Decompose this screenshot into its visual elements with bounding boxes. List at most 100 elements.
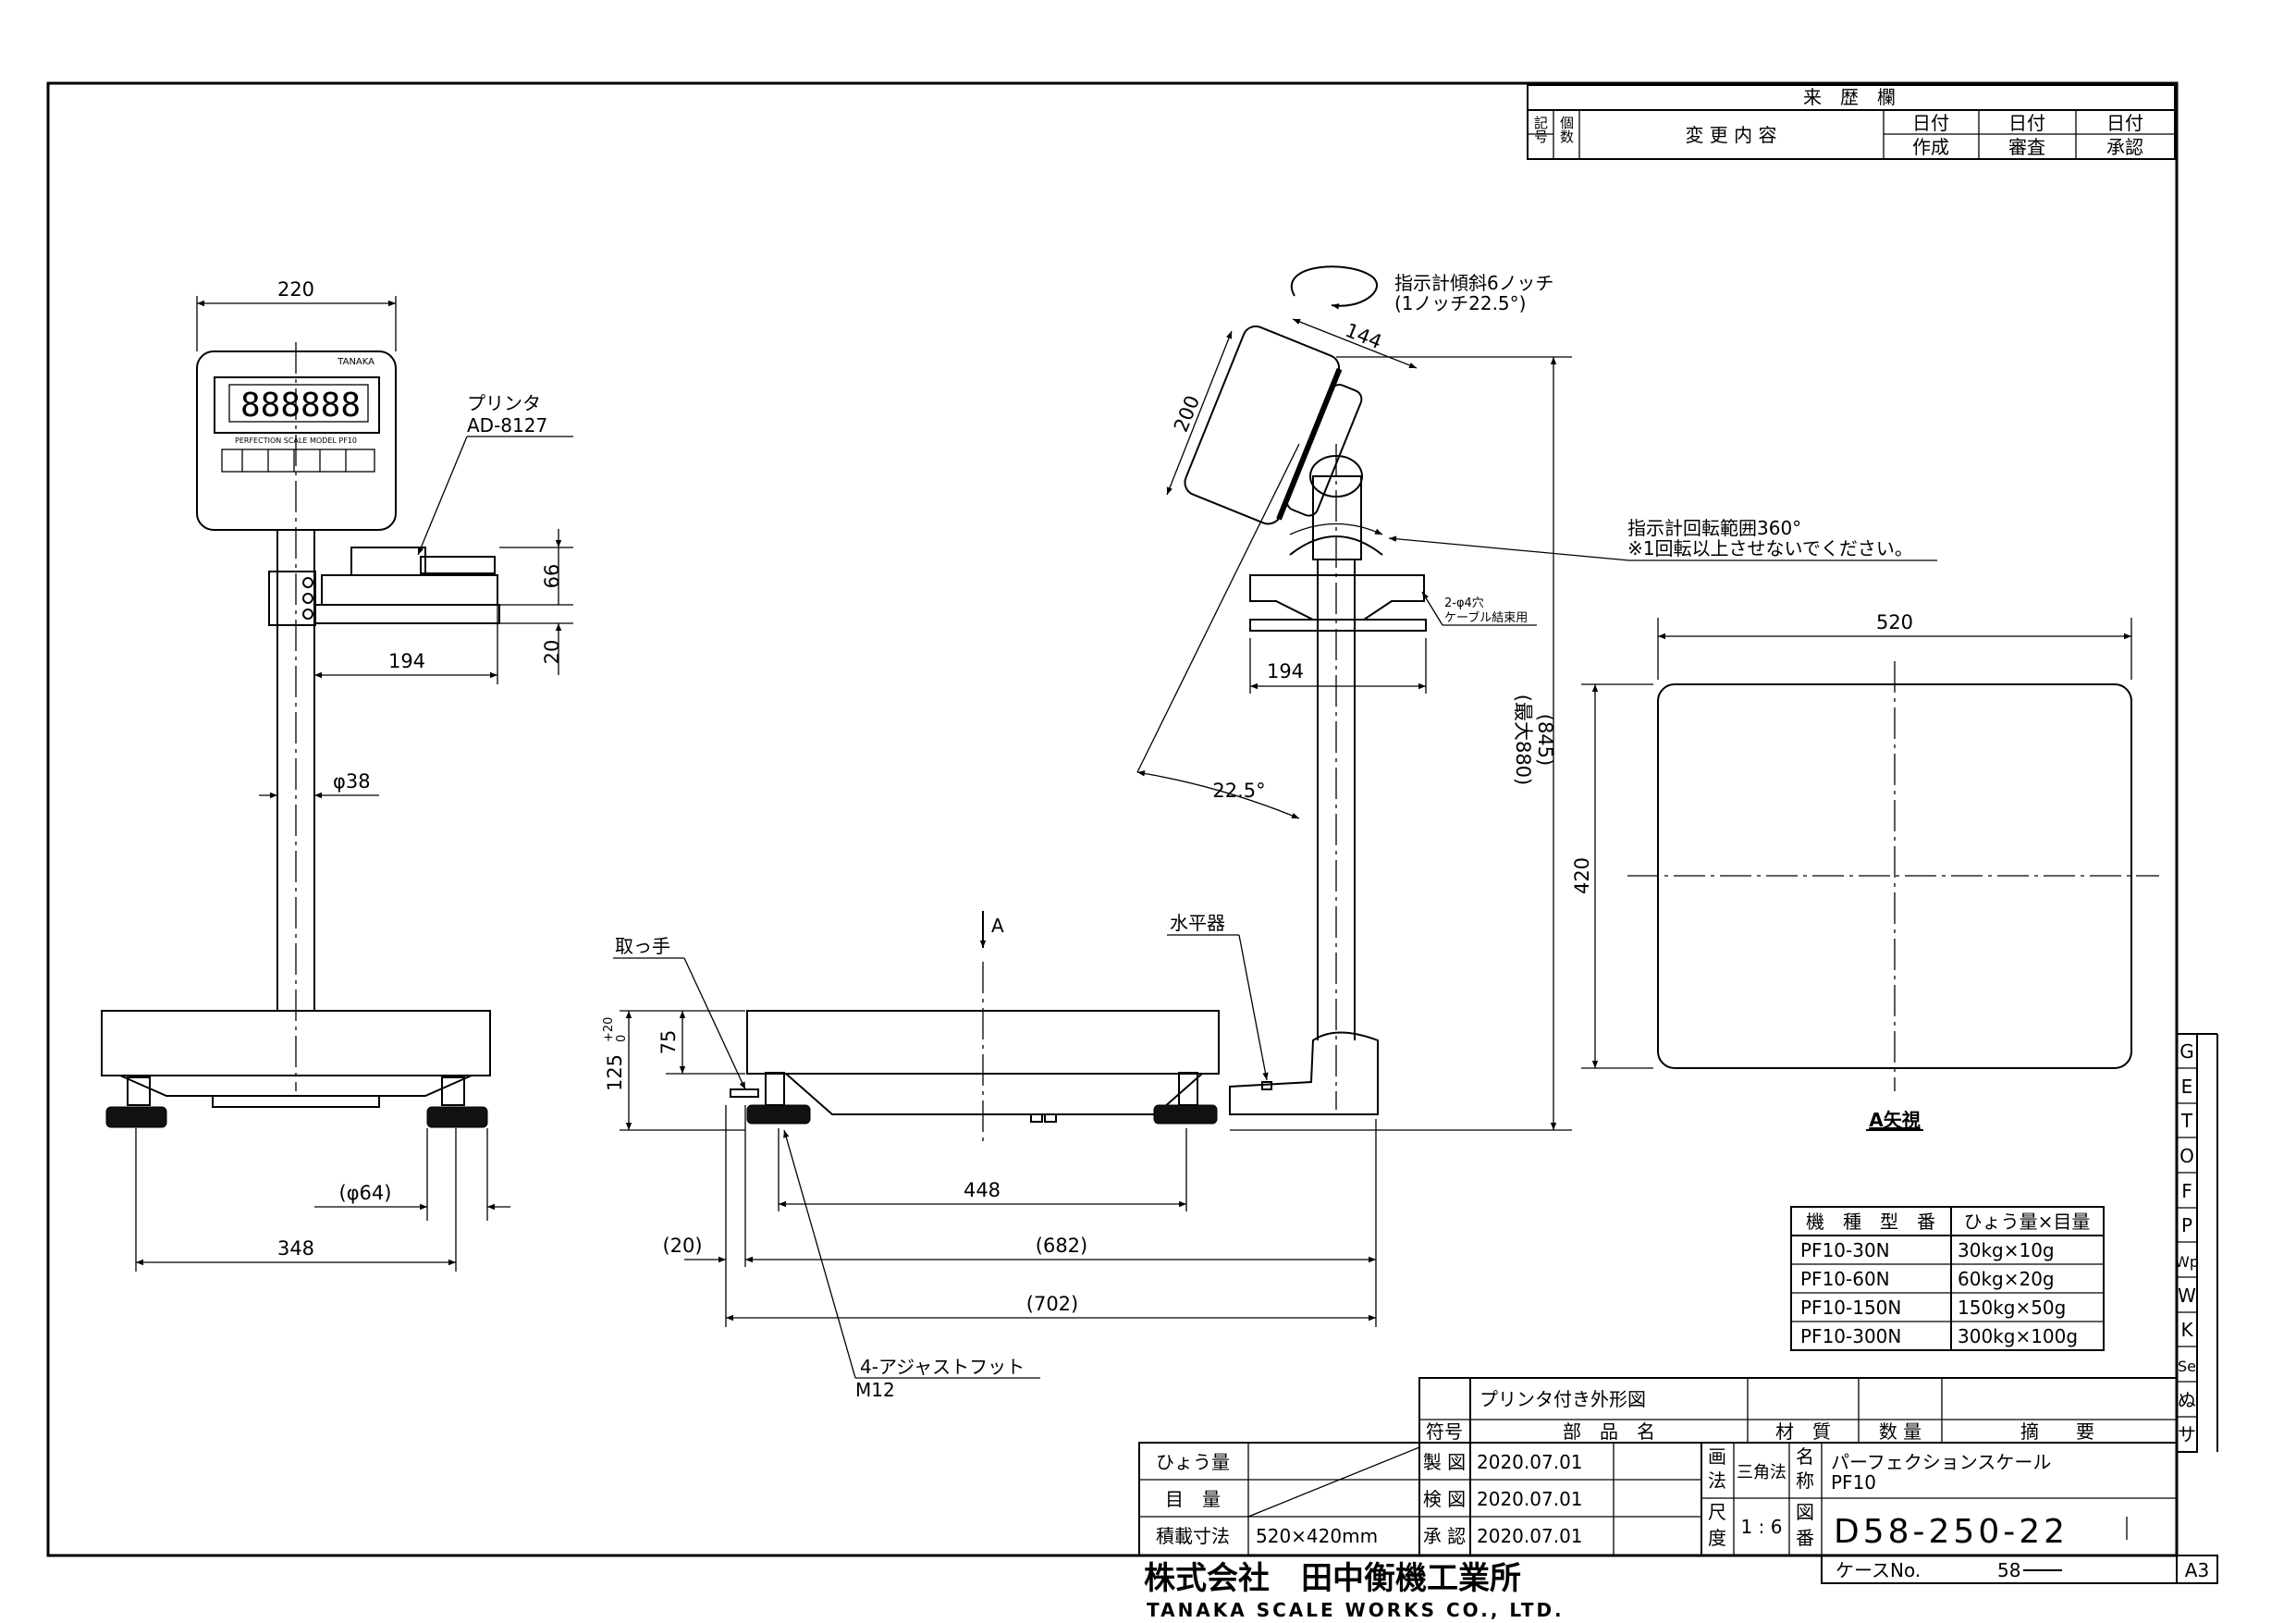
case-label: ケースNo.: [1836, 1559, 1921, 1581]
strip-o: O: [2179, 1145, 2194, 1167]
side-strip: G E T O F P Wp W K Se ぬ サ: [2175, 1033, 2218, 1453]
checked-label: 検 図: [1423, 1488, 1466, 1510]
rotation-note-1: 指示計回転範囲360°: [1627, 517, 1801, 539]
dim-top-depth: 420: [1571, 857, 1593, 894]
indicator-brand: TANAKA: [337, 357, 374, 367]
sheet-size: A3: [2185, 1559, 2209, 1581]
dim-tilt-angle: 22.5°: [1212, 780, 1265, 802]
approved-label: 承 認: [1423, 1525, 1466, 1547]
revision-col-mark: 記号: [1532, 116, 1549, 144]
level-label: 水平器: [1170, 912, 1225, 934]
scale-label-1: 尺: [1708, 1501, 1726, 1523]
strip-nu: ぬ: [2178, 1389, 2196, 1411]
dim-total-height-tol-plus: +20: [602, 1017, 616, 1042]
division-label: 目 量: [1165, 1488, 1221, 1510]
strip-w: W: [2178, 1285, 2196, 1307]
size-label: 積載寸法: [1156, 1525, 1230, 1547]
projection-label-2: 法: [1708, 1469, 1726, 1492]
drawing-border: [46, 81, 2179, 1557]
strip-f: F: [2181, 1180, 2192, 1202]
revision-date-check-1: 日付: [2008, 112, 2045, 134]
made-date: 2020.07.01: [1477, 1451, 1583, 1473]
cable-note-2: ケーブル結束用: [1444, 610, 1528, 625]
name-label-1: 名: [1796, 1445, 1814, 1468]
dim-foot-diameter: (φ64): [339, 1182, 392, 1204]
company-block: 株式会社 田中衡機工業所 TANAKA SCALE WORKS CO., LTD…: [1144, 1560, 1565, 1621]
title-block: プリンタ付き外形図 符号 部 品 名 材 質 数 量 摘 要 ひょう量 目 量 …: [1138, 1377, 2218, 1584]
dim-indicator-depth: 144: [1343, 319, 1385, 353]
name-value-1: パーフェクションスケール: [1831, 1451, 2051, 1473]
dim-total-height: 125: [604, 1054, 626, 1091]
approved-date: 2020.07.01: [1477, 1525, 1583, 1547]
rotation-note-2: ※1回転以上させないでください。: [1627, 537, 1913, 559]
model-row-1-type: PF10-30N: [1800, 1239, 1890, 1261]
dim-handle-extension: (20): [662, 1235, 702, 1257]
dim-pole-diameter: φ38: [333, 770, 371, 793]
dim-front-printer-width: 194: [388, 650, 425, 672]
strip-wp: Wp: [2175, 1253, 2199, 1271]
projection-label-1: 画: [1708, 1445, 1726, 1468]
cable-note-1: 2-φ4穴: [1444, 596, 1484, 610]
model-row-1-capacity: 30kg×10g: [1958, 1239, 2055, 1261]
strip-e: E: [2181, 1076, 2193, 1098]
revision-col-change: 変 更 内 容: [1685, 124, 1776, 146]
company-name-en: TANAKA SCALE WORKS CO., LTD.: [1147, 1599, 1565, 1621]
scale-value: 1 : 6: [1741, 1516, 1783, 1538]
dim-foot-span: 448: [964, 1179, 1001, 1201]
front-view: 888888 TANAKA PERFECTION SCALE MODEL PF1…: [101, 278, 573, 1272]
dim-front-width-top: 220: [277, 278, 314, 301]
model-header-capacity: ひょう量×目量: [1964, 1211, 2091, 1233]
drawing-number: D58-250-22: [1834, 1513, 2069, 1551]
dim-platform-height: 75: [657, 1030, 680, 1055]
dim-front-base-width: 348: [277, 1237, 314, 1260]
strip-se: Se: [2178, 1358, 2196, 1375]
view-a-label: A矢視: [1869, 1109, 1920, 1131]
name-value-2: PF10: [1831, 1471, 1876, 1494]
dim-top-width: 520: [1876, 611, 1913, 633]
col-quantity: 数 量: [1879, 1420, 1922, 1443]
drawing-title: プリンタ付き外形図: [1480, 1388, 1646, 1410]
projection-value: 三角法: [1737, 1463, 1786, 1482]
drawing-no-label-2: 番: [1796, 1527, 1814, 1549]
foot-label-1: 4-アジャストフット: [860, 1356, 1025, 1378]
strip-k: K: [2180, 1319, 2193, 1341]
tilt-note-1: 指示計傾斜6ノッチ: [1394, 272, 1553, 294]
dim-printer-height: 66: [541, 564, 563, 589]
model-table: 機 種 型 番 ひょう量×目量 PF10-30N 30kg×10g PF10-6…: [1790, 1206, 2105, 1351]
strip-sa: サ: [2178, 1423, 2196, 1445]
revision-table: 来 歴 欄 記号 個数 変 更 内 容 日付 作成 日付 審査 日付 承認: [1527, 84, 2176, 160]
model-row-2-type: PF10-60N: [1800, 1268, 1890, 1290]
model-row-2-capacity: 60kg×20g: [1958, 1268, 2055, 1290]
dim-max-height: (最大880): [1512, 695, 1534, 785]
dim-side-shelf-width: 194: [1267, 660, 1304, 682]
made-label: 製 図: [1423, 1451, 1466, 1473]
printer: [350, 547, 426, 576]
dim-height: (845): [1534, 714, 1556, 766]
drawing-no-label-1: 図: [1796, 1501, 1814, 1523]
dim-side-total-depth: (702): [1026, 1293, 1078, 1315]
model-row-4-type: PF10-300N: [1800, 1325, 1901, 1347]
dim-total-height-tol-minus: 0: [615, 1035, 629, 1042]
model-row-3-type: PF10-150N: [1800, 1297, 1901, 1319]
revision-date-check-2: 審査: [2008, 136, 2045, 158]
handle-label: 取っ手: [615, 935, 670, 957]
model-header-type: 機 種 型 番: [1806, 1211, 1935, 1233]
size-value: 520×420mm: [1256, 1525, 1378, 1547]
scale-label-2: 度: [1708, 1527, 1726, 1549]
dim-side-depth: (682): [1036, 1235, 1087, 1257]
col-material: 材 質: [1775, 1420, 1831, 1443]
name-label-2: 称: [1796, 1469, 1814, 1492]
printer-label-1: プリンタ: [467, 392, 541, 414]
capacity-label: ひょう量: [1156, 1451, 1230, 1473]
printer-label-2: AD-8127: [467, 414, 547, 436]
dim-shelf-height: 20: [541, 640, 563, 665]
side-view: 指示計傾斜6ノッチ (1ノッチ22.5°) 144 200 指示計回転範囲360…: [602, 265, 1937, 1401]
col-code: 符号: [1426, 1420, 1463, 1443]
col-part-name: 部 品 名: [1563, 1420, 1655, 1443]
checked-date: 2020.07.01: [1477, 1488, 1583, 1510]
col-note: 摘 要: [2020, 1420, 2094, 1443]
top-view: 520 420 A矢視: [1571, 611, 2159, 1131]
strip-g: G: [2179, 1040, 2194, 1063]
revision-date-approve-1: 日付: [2106, 112, 2143, 134]
company-name-jp: 株式会社 田中衡機工業所: [1144, 1560, 1521, 1597]
